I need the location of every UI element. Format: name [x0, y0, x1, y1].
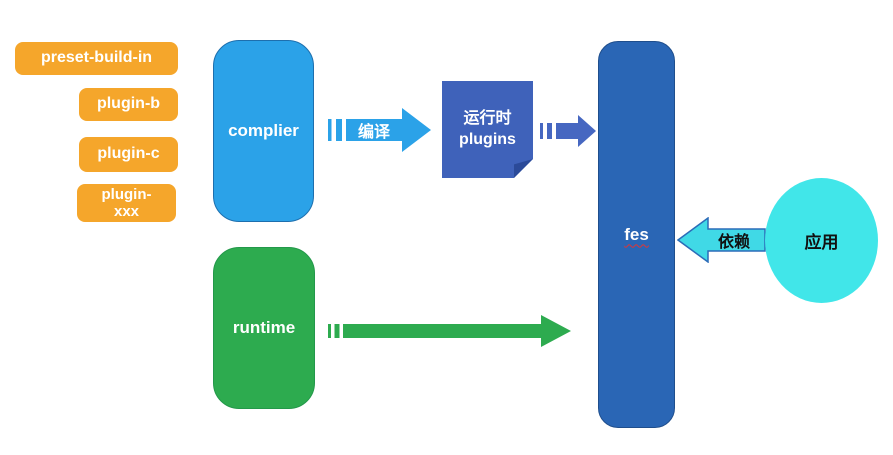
node-plugin-xxx-label-line2: xxx: [113, 203, 140, 220]
node-complier-label: complier: [228, 121, 299, 140]
node-app-label: 应用: [804, 233, 839, 252]
node-preset-build-in: preset-build-in: [15, 42, 178, 75]
node-plugin-xxx-label-line1: plugin-: [101, 185, 152, 203]
node-runtime-plugins-line1: 运行时: [463, 109, 512, 127]
node-plugin-c: plugin-c: [79, 137, 178, 172]
compile-arrow: [328, 108, 431, 152]
plugins-to-fes-arrow: [540, 115, 596, 147]
node-runtime-plugins-line2: plugins: [459, 130, 516, 148]
node-runtime: runtime: [213, 247, 315, 409]
node-fes-label: fes: [624, 224, 649, 244]
depend-arrow-label: 依赖: [717, 234, 750, 251]
node-app-ellipse: 应用: [765, 178, 878, 303]
node-plugin-xxx: plugin- xxx: [77, 184, 176, 222]
node-runtime-plugins: 运行时 plugins: [442, 81, 533, 178]
node-runtime-label: runtime: [232, 318, 296, 337]
node-complier: complier: [213, 40, 314, 222]
node-preset-build-in-label: preset-build-in: [40, 49, 153, 67]
folded-corner: [514, 159, 533, 178]
node-plugin-b-label: plugin-b: [96, 95, 161, 113]
node-plugin-b: plugin-b: [79, 88, 178, 121]
runtime-to-fes-arrow: [328, 315, 571, 347]
node-plugin-c-label: plugin-c: [97, 145, 160, 163]
compile-arrow-label: 编译: [357, 124, 390, 141]
node-fes: fes: [598, 41, 675, 428]
